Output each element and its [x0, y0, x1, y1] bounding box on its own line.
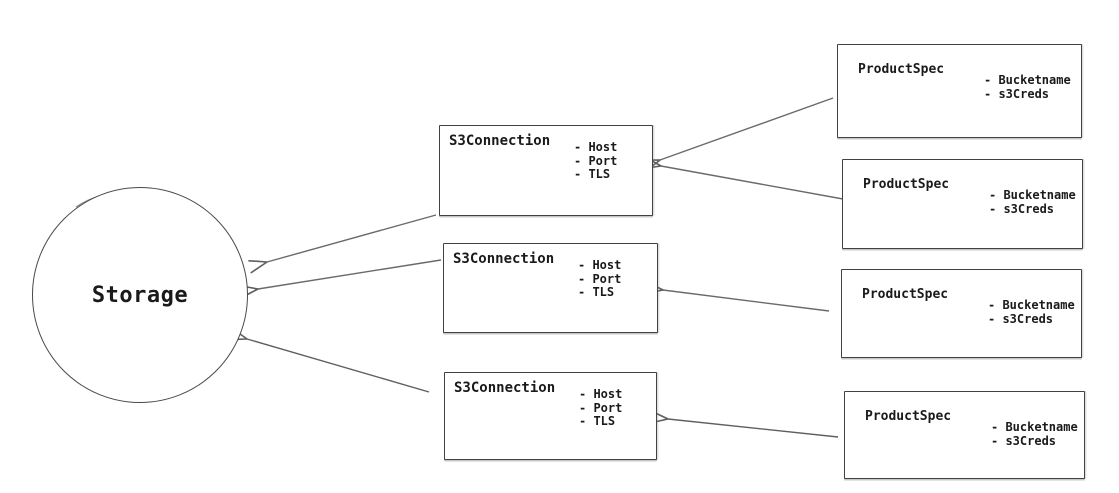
arrow-product-spec-2-to-s3-connection-1: [641, 156, 844, 200]
arrow-s3-connection-1-to-storage: [248, 214, 437, 274]
arrow-product-spec-1-to-s3-connection-1: [641, 97, 834, 173]
attribute-item: - Bucketname: [991, 420, 1078, 434]
s3-connection-node-3: S3Connection - Host - Port - TLS: [444, 372, 657, 460]
attribute-item: - Host: [579, 387, 623, 401]
attribute-item: - Port: [578, 271, 622, 286]
attribute-list: - Bucketname - s3Creds: [991, 420, 1078, 448]
attribute-item: - Port: [574, 153, 618, 168]
product-spec-node-3: ProductSpec - Bucketname - s3Creds: [841, 269, 1082, 358]
node-title: ProductSpec: [863, 177, 950, 192]
product-spec-node-1: ProductSpec - Bucketname - s3Creds: [837, 44, 1082, 138]
storage-label: Storage: [91, 282, 189, 308]
attribute-item: - s3Creds: [991, 434, 1057, 448]
attribute-list: - Bucketname - s3Creds: [989, 188, 1076, 216]
arrow-product-spec-3-to-s3-connection-2: [643, 281, 830, 312]
attribute-item: - Host: [574, 140, 618, 154]
attribute-list: - Bucketname - s3Creds: [988, 298, 1075, 326]
attribute-list: - Host - Port - TLS: [574, 140, 618, 182]
attribute-item: - Bucketname: [984, 73, 1071, 87]
node-title: S3Connection: [449, 133, 551, 149]
node-title: ProductSpec: [865, 409, 952, 424]
node-title: S3Connection: [453, 251, 555, 267]
node-title: ProductSpec: [858, 62, 945, 77]
s3-connection-node-1: S3Connection - Host - Port - TLS: [439, 125, 653, 216]
attribute-item: - TLS: [574, 167, 611, 181]
product-spec-node-4: ProductSpec - Bucketname - s3Creds: [844, 391, 1085, 479]
product-spec-node-2: ProductSpec - Bucketname - s3Creds: [842, 159, 1083, 249]
arrow-s3-connection-2-to-storage: [239, 259, 442, 299]
attribute-item: - Bucketname: [989, 188, 1076, 202]
attribute-list: - Host - Port - TLS: [578, 258, 622, 300]
node-title: S3Connection: [454, 380, 556, 396]
arrow-product-spec-4-to-s3-connection-3: [648, 410, 839, 438]
attribute-item: - TLS: [579, 414, 616, 428]
attribute-item: - TLS: [578, 285, 615, 299]
attribute-list: - Bucketname - s3Creds: [984, 73, 1071, 101]
storage-node: Storage: [32, 187, 248, 403]
attribute-item: - s3Creds: [988, 312, 1054, 326]
attribute-item: - Bucketname: [988, 298, 1075, 312]
attribute-list: - Host - Port - TLS: [579, 387, 623, 429]
s3-connection-node-2: S3Connection - Host - Port - TLS: [443, 243, 658, 333]
attribute-item: - Host: [578, 258, 622, 272]
arrow-s3-connection-3-to-storage: [227, 327, 430, 393]
attribute-item: - Port: [579, 400, 623, 415]
node-title: ProductSpec: [862, 287, 949, 302]
attribute-item: - s3Creds: [989, 202, 1055, 216]
attribute-item: - s3Creds: [984, 87, 1050, 101]
